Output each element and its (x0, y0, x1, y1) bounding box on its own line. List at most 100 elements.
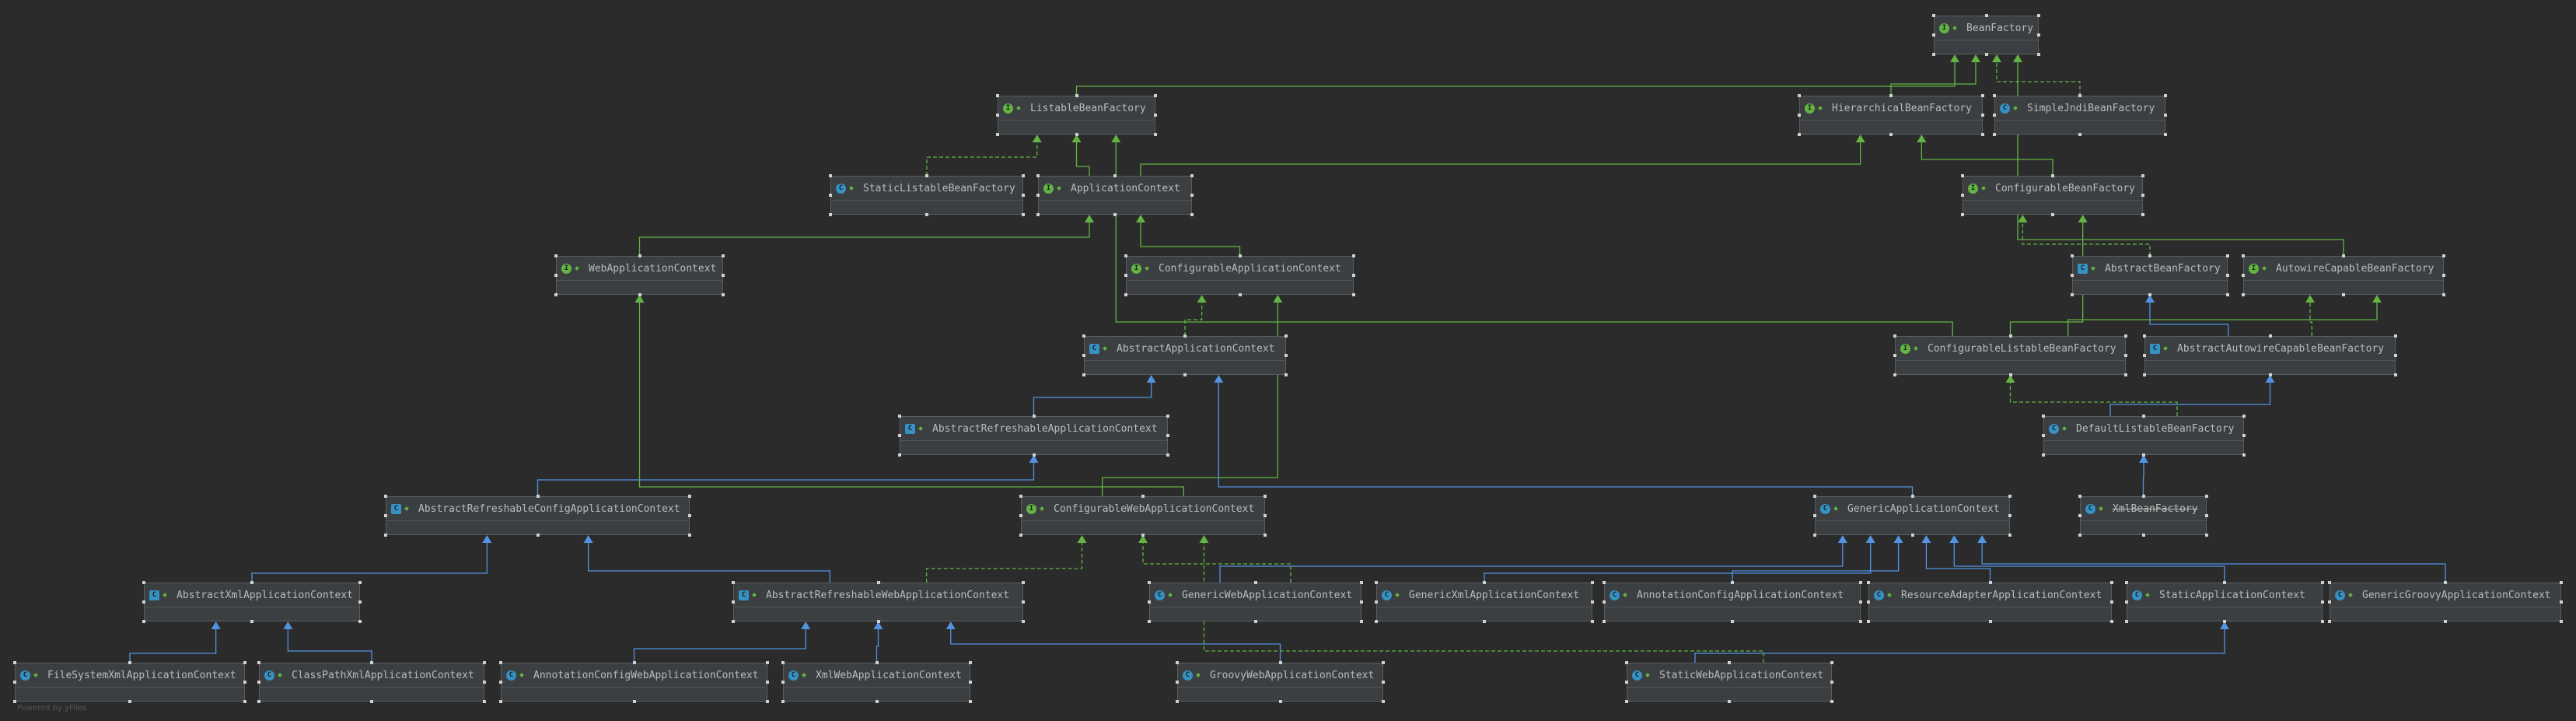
selection-handle (1483, 620, 1486, 623)
selection-handle (2394, 354, 2397, 357)
selection-handle (1190, 213, 1194, 216)
selection-handle (2321, 600, 2324, 604)
public-visibility-icon (1834, 506, 1844, 513)
node-label: StaticListableBeanFactory (863, 182, 1015, 194)
arrowhead-icon (2013, 54, 2022, 62)
node-label: AbstractApplicationContext (1117, 342, 1275, 355)
public-visibility-icon (1624, 592, 1633, 599)
selection-handle (1238, 293, 1242, 296)
selection-handle (499, 681, 502, 684)
edge-lbf-to-bf (1075, 61, 1956, 96)
selection-handle (1981, 133, 1984, 136)
selection-handle (2148, 254, 2151, 257)
selection-handle (554, 293, 557, 296)
selection-handle (2142, 453, 2145, 457)
selection-handle (781, 681, 785, 684)
selection-handle (2205, 514, 2208, 517)
edge-gwac-to-gac (1219, 541, 1844, 583)
selection-handle (1154, 114, 1157, 117)
node-label: SimpleJndiBeanFactory (2027, 102, 2155, 114)
node-label: AbstractBeanFactory (2105, 262, 2221, 275)
arrowhead-icon (1197, 295, 1207, 303)
selection-handle (1022, 174, 1025, 177)
selection-handle (2321, 620, 2324, 623)
selection-handle (358, 581, 362, 584)
arrowhead-icon (1992, 54, 2001, 62)
selection-handle (1961, 194, 1964, 197)
node-label: ConfigurableApplicationContext (1159, 262, 1341, 275)
selection-handle (925, 174, 928, 177)
selection-handle (1019, 495, 1022, 498)
node-label: AbstractRefreshableApplicationContext (932, 422, 1158, 435)
selection-handle (1075, 133, 1078, 136)
public-visibility-icon (2349, 592, 2358, 599)
selection-handle (1961, 174, 1964, 177)
selection-handle (1731, 620, 1734, 623)
selection-handle (1731, 581, 1734, 584)
selection-handle (1893, 373, 1896, 376)
selection-handle (1993, 94, 1996, 97)
node-label: XmlWebApplicationContext (816, 669, 962, 681)
public-visibility-icon (1953, 25, 1963, 32)
selection-handle (2008, 334, 2012, 338)
public-visibility-icon (850, 185, 859, 192)
selection-handle (2560, 620, 2563, 623)
arrowhead-icon (2078, 215, 2088, 222)
selection-handle (1082, 354, 1085, 357)
edge-clbf-to-acbf (2067, 301, 2378, 336)
selection-handle (1830, 700, 1833, 703)
class-icon: C (2132, 590, 2142, 600)
selection-handle (2008, 534, 2012, 537)
selection-handle (384, 495, 387, 498)
node-label: GenericWebApplicationContext (1182, 589, 1353, 601)
selection-handle (1813, 514, 1816, 517)
selection-handle (243, 700, 246, 703)
edge-dlbf-to-aacbf (2109, 381, 2271, 416)
selection-handle (1022, 600, 1025, 604)
class-icon: C (2085, 503, 2095, 514)
selection-handle (1238, 254, 1242, 257)
selection-handle (1382, 700, 1385, 703)
arrowhead-icon (1855, 135, 1865, 142)
selection-handle (1375, 581, 1378, 584)
selection-handle (1124, 274, 1127, 277)
node-label: ClassPathXmlApplicationContext (292, 669, 474, 681)
selection-handle (1591, 600, 1594, 604)
edge-gwac-to-cwac (1142, 541, 1291, 583)
